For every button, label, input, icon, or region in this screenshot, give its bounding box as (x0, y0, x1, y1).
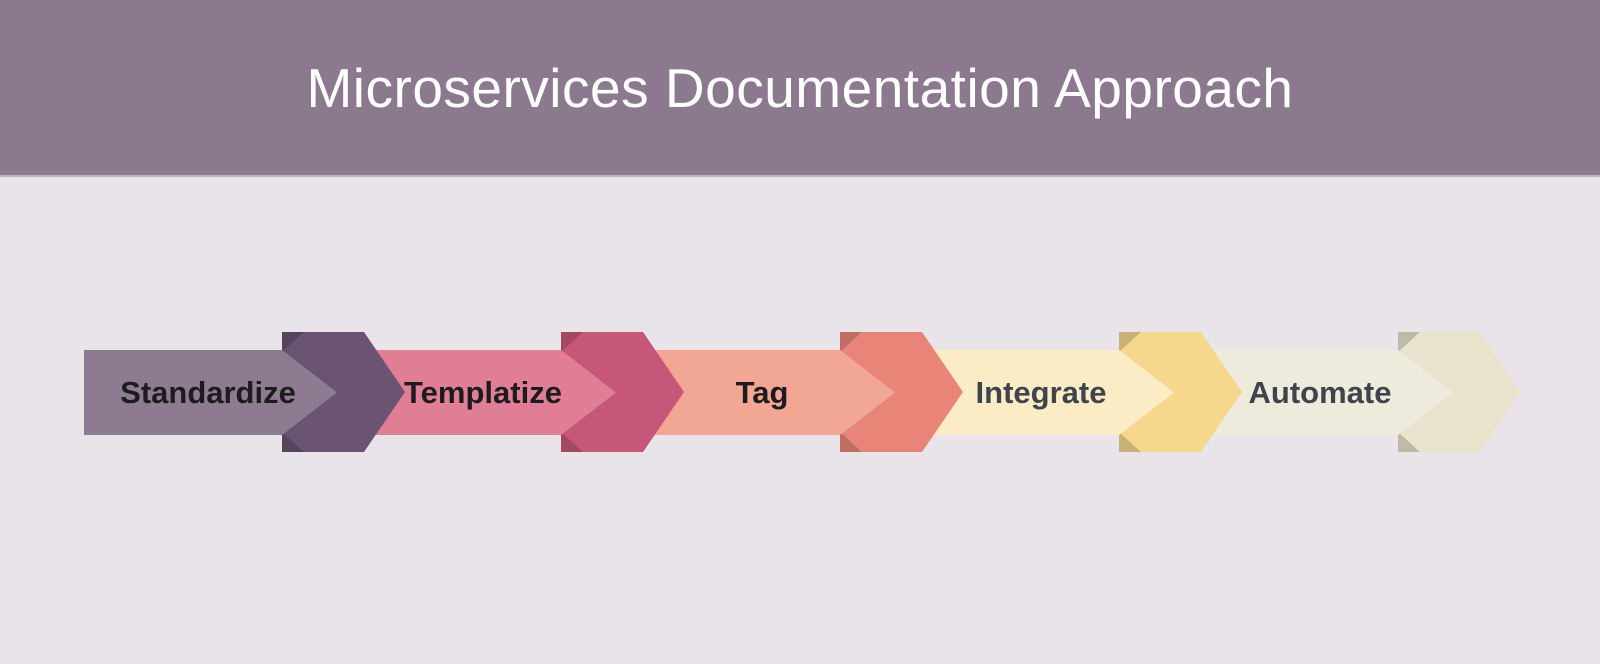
step-label: Standardize (120, 374, 296, 410)
step-label: Automate (1248, 374, 1392, 410)
step-label: Tag (735, 374, 789, 410)
page-title: Microservices Documentation Approach (306, 56, 1294, 119)
diagram-area: Standardize Templatize Tag Integrate (0, 177, 1600, 664)
step-label: Integrate (975, 374, 1107, 410)
step-bar (84, 350, 337, 435)
step-label: Templatize (404, 374, 562, 410)
header-banner: Microservices Documentation Approach (0, 0, 1600, 177)
